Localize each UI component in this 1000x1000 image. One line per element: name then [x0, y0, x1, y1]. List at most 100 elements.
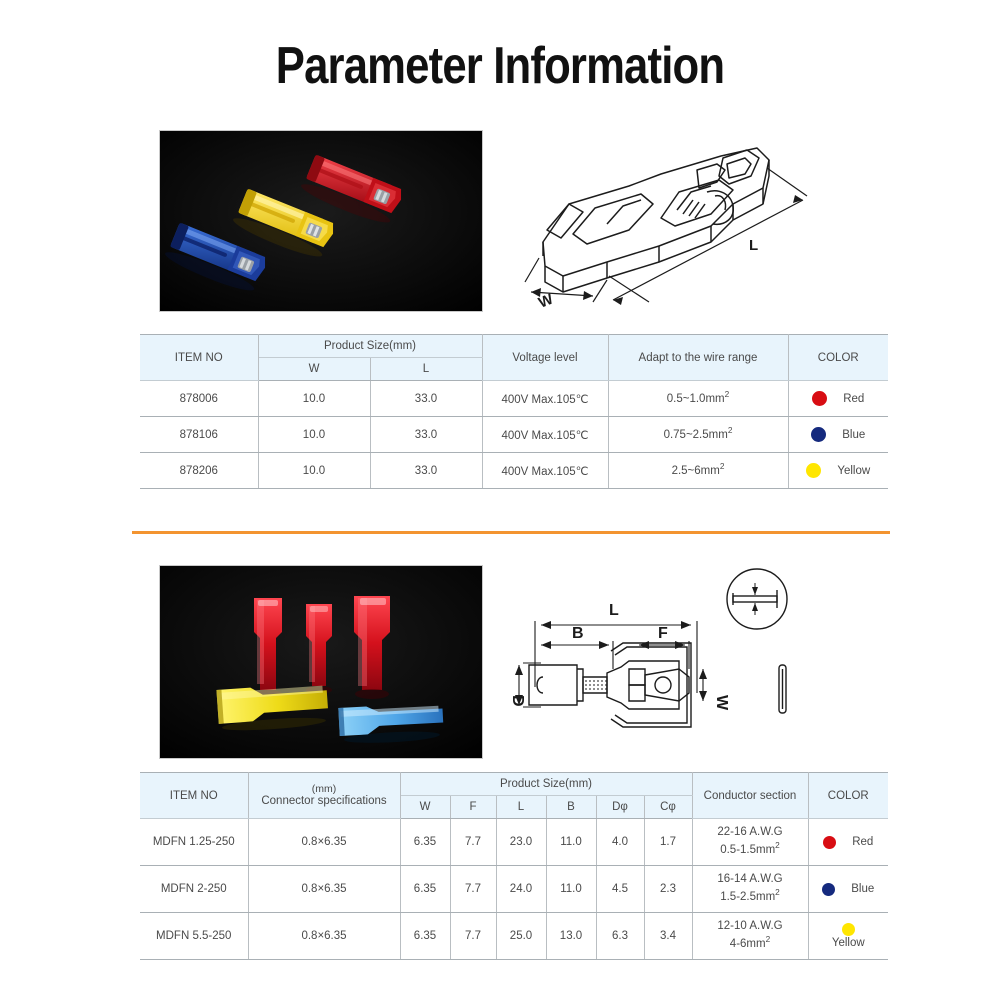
cell-b: 13.0 [545, 912, 597, 960]
table-row: MDFN 5.5-250 0.8×6.35 6.35 7.7 25.0 13.0… [140, 912, 888, 960]
label-W: W [713, 695, 730, 711]
th-wire-range: Adapt to the wire range [607, 334, 789, 381]
cell-w: 10.0 [257, 380, 371, 417]
conductor-awg: 16-14 A.W.G [717, 873, 783, 886]
color-label: Red [843, 392, 865, 405]
cell-connector-spec: 0.8×6.35 [247, 818, 401, 866]
cell-f: 7.7 [449, 818, 497, 866]
svg-text:L: L [749, 237, 758, 254]
th-l: L [495, 795, 547, 819]
cell-l: 24.0 [495, 865, 547, 913]
cell-color: Blue [787, 416, 888, 453]
cell-item-no: 878206 [140, 452, 259, 489]
conductor-mm: 1.5-2.5mm [720, 891, 776, 903]
t-tap-isometric-drawing: L W [511, 130, 841, 310]
conductor-sup: 2 [765, 935, 771, 945]
color-label: Yellow [837, 464, 871, 477]
th-color: COLOR [807, 772, 888, 819]
conductor-mm: 4-6mm [729, 938, 766, 950]
th-width: W [257, 357, 371, 381]
label-B: B [572, 625, 584, 642]
th-length: L [369, 357, 483, 381]
color-label: Yellow [831, 937, 865, 949]
cell-w: 6.35 [399, 865, 451, 913]
cell-w: 6.35 [399, 912, 451, 960]
cell-color: Red [787, 380, 888, 417]
cell-item-no: MDFN 2-250 [140, 865, 249, 913]
table-row: MDFN 2-250 0.8×6.35 6.35 7.7 24.0 11.0 4… [140, 865, 888, 913]
table-row: 878006 10.0 33.0 400V Max.105℃ 0.5~1.0mm… [140, 380, 888, 417]
table-2-header-top-row: ITEM NO (mm) Connector specifications Pr… [140, 772, 888, 819]
color-dot-red-icon [812, 391, 828, 406]
table-row: MDFN 1.25-250 0.8×6.35 6.35 7.7 23.0 11.… [140, 818, 888, 866]
cell-c-phi: 2.3 [643, 865, 693, 913]
section-1-media: L W [0, 130, 1000, 312]
color-dot-blue-icon [811, 427, 827, 442]
cell-w: 10.0 [257, 416, 371, 453]
cell-conductor-section: 16-14 A.W.G 1.5-2.5mm2 [691, 865, 809, 913]
cell-b: 11.0 [545, 818, 597, 866]
table-2-header-sub-row: W F L B Dφ Cφ [140, 795, 888, 819]
cell-d-phi: 4.0 [595, 818, 645, 866]
color-dot-yellow-icon [841, 923, 855, 936]
th-c-phi: Cφ [643, 795, 693, 819]
color-dot-blue-icon [822, 882, 836, 896]
cell-color: Yellow [787, 452, 888, 489]
conductor-sup: 2 [775, 888, 780, 898]
conductor-awg: 22-16 A.W.G [717, 826, 783, 839]
cell-c-phi: 1.7 [643, 818, 693, 866]
cell-item-no: MDFN 1.25-250 [140, 818, 249, 866]
cell-l: 23.0 [495, 818, 547, 866]
th-color: COLOR [787, 334, 888, 381]
cell-w: 6.35 [399, 818, 451, 866]
th-w: W [399, 795, 451, 819]
cell-item-no: 878006 [140, 380, 259, 417]
cell-l: 33.0 [369, 416, 483, 453]
media-row-2: L B F W D [0, 565, 1000, 759]
th-conductor-section: Conductor section [691, 772, 809, 819]
table-1-header-top-row: ITEM NO Product Size(mm) Voltage level A… [140, 334, 888, 381]
t-tap-quick-splice-connectors-photo [159, 130, 483, 312]
table-1-header-sub-row: W L [140, 357, 888, 381]
section-2-media: L B F W D [0, 565, 1000, 759]
cell-connector-spec: 0.8×6.35 [247, 865, 401, 913]
cell-color: Yellow [807, 912, 888, 960]
table-row: 878106 10.0 33.0 400V Max.105℃ 0.75~2.5m… [140, 416, 888, 453]
product-spec-table-2: ITEM NO (mm) Connector specifications Pr… [140, 772, 888, 960]
th-item-no: ITEM NO [140, 772, 249, 819]
cell-conductor-section: 12-10 A.W.G 4-6mm2 [691, 912, 809, 960]
label-F: F [658, 625, 668, 642]
cell-wire-range: 0.5~1.0mm2 [607, 380, 789, 417]
th-connector-mm: (mm) [311, 782, 337, 795]
th-d-phi: Dφ [595, 795, 645, 819]
color-dot-yellow-icon [806, 463, 822, 478]
cell-c-phi: 3.4 [643, 912, 693, 960]
media-row-1: L W [0, 130, 1000, 312]
cell-l: 25.0 [495, 912, 547, 960]
cell-f: 7.7 [449, 912, 497, 960]
cell-wire-range: 0.75~2.5mm2 [607, 416, 789, 453]
table-row: 878206 10.0 33.0 400V Max.105℃ 2.5~6mm2 … [140, 452, 888, 489]
cell-d-phi: 4.5 [595, 865, 645, 913]
cell-conductor-section: 22-16 A.W.G 0.5-1.5mm2 [691, 818, 809, 866]
wire-range-value: 0.5~1.0mm [666, 392, 725, 405]
cell-l: 33.0 [369, 452, 483, 489]
section-divider [132, 531, 890, 534]
cell-item-no: MDFN 5.5-250 [140, 912, 249, 960]
wire-range-sup: 2 [727, 425, 733, 435]
cell-color: Blue [807, 865, 888, 913]
th-connector-specs-label: Connector specifications [261, 794, 387, 807]
cell-l: 33.0 [369, 380, 483, 417]
cell-connector-spec: 0.8×6.35 [247, 912, 401, 960]
color-label: Blue [842, 428, 866, 441]
label-D: D [511, 695, 526, 707]
cell-b: 11.0 [545, 865, 597, 913]
cell-f: 7.7 [449, 865, 497, 913]
wire-range-sup: 2 [724, 389, 730, 399]
cell-item-no: 878106 [140, 416, 259, 453]
label-L: L [609, 602, 619, 619]
th-product-size: Product Size(mm) [257, 334, 483, 358]
cell-voltage: 400V Max.105℃ [481, 380, 609, 417]
cell-voltage: 400V Max.105℃ [481, 416, 609, 453]
cell-w: 10.0 [257, 452, 371, 489]
